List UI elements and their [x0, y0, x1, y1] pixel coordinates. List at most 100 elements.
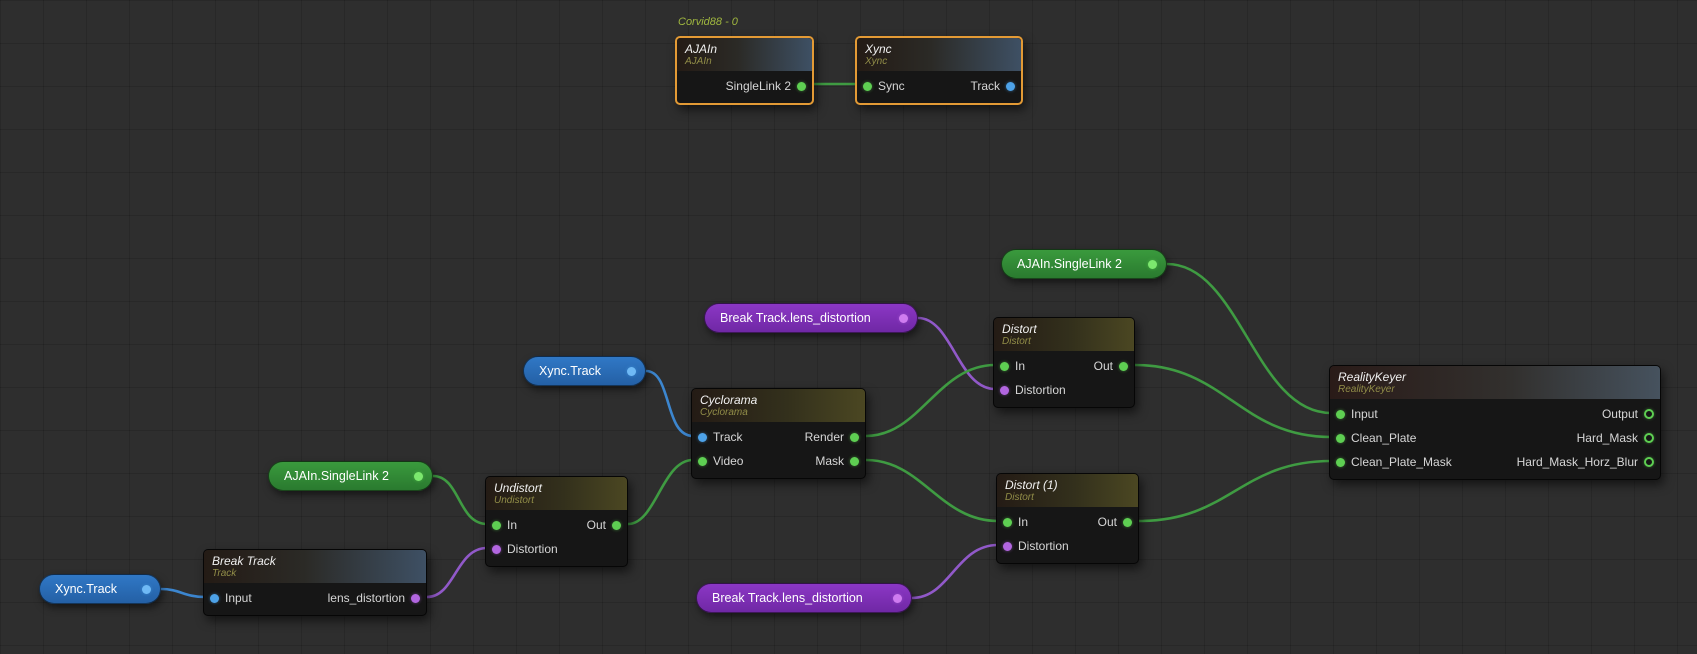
pin-rows: In Out Distortion: [994, 351, 1134, 407]
pin-xync-track-output[interactable]: Track: [970, 79, 1015, 93]
node-subtitle: Xync: [865, 56, 1013, 68]
pin-dot-icon: [1644, 457, 1654, 467]
wire-cyclorama-render-to-distort-in: [866, 365, 995, 436]
node-title: AJAIn: [685, 42, 804, 56]
pin-dot-icon: [698, 457, 707, 466]
pin-row: Clean_Plate Hard_Mask: [1330, 426, 1660, 450]
node-header: AJAIn AJAIn: [677, 38, 812, 71]
node-cyclorama[interactable]: Cyclorama Cyclorama Track Render Video: [691, 388, 866, 479]
pin-label: Out: [1094, 359, 1113, 373]
wire-distort1-out-to-keyer-cleanplatemask: [1139, 461, 1331, 521]
node-distort[interactable]: Distort Distort In Out Distortion: [993, 317, 1135, 408]
pin-cyclorama-video-input[interactable]: Video: [698, 454, 743, 468]
pin-dot-icon: [1123, 518, 1132, 527]
pin-label: Clean_Plate_Mask: [1351, 455, 1452, 469]
node-undistort[interactable]: Undistort Undistort In Out Distortion: [485, 476, 628, 567]
node-distort1[interactable]: Distort (1) Distort In Out Distortion: [996, 473, 1139, 564]
pin-dot-icon: [1336, 410, 1345, 419]
pin-ajain-singlelink2-output[interactable]: SingleLink 2: [726, 79, 806, 93]
pin-keyer-input-input[interactable]: Input: [1336, 407, 1378, 421]
pill-ajain-singlelink-left[interactable]: AJAIn.SingleLink 2: [268, 461, 433, 491]
pin-undistort-distortion-input[interactable]: Distortion: [492, 542, 558, 556]
pin-label: Track: [713, 430, 743, 444]
wire-breaktrack-lens-to-undistort-distortion: [427, 548, 487, 597]
pin-cyclorama-track-input[interactable]: Track: [698, 430, 743, 444]
pin-label: Distortion: [1018, 539, 1069, 553]
pin-keyer-hardmaskhorzblur-output[interactable]: Hard_Mask_Horz_Blur: [1517, 455, 1654, 469]
pin-label: Track: [970, 79, 1000, 93]
pin-distort1-distortion-input[interactable]: Distortion: [1003, 539, 1069, 553]
pin-cyclorama-render-output[interactable]: Render: [805, 430, 859, 444]
pin-rows: In Out Distortion: [997, 507, 1138, 563]
node-title: Cyclorama: [700, 393, 857, 407]
node-title: Distort (1): [1005, 478, 1130, 492]
pin-label: Distortion: [1015, 383, 1066, 397]
pin-row: Video Mask: [692, 449, 865, 473]
pin-keyer-output-output[interactable]: Output: [1602, 407, 1654, 421]
pin-label: In: [1015, 359, 1025, 373]
pin-dot-icon: [863, 82, 872, 91]
pin-label: Clean_Plate: [1351, 431, 1416, 445]
pin-row: Clean_Plate_Mask Hard_Mask_Horz_Blur: [1330, 450, 1660, 474]
node-title: Undistort: [494, 481, 619, 495]
pill-xync-track-top[interactable]: Xync.Track: [523, 356, 646, 386]
pin-row: Distortion: [994, 378, 1134, 402]
pin-rows: In Out Distortion: [486, 510, 627, 566]
pin-keyer-cleanplate-input[interactable]: Clean_Plate: [1336, 431, 1416, 445]
pill-break-lens-bottom[interactable]: Break Track.lens_distortion: [696, 583, 912, 613]
pin-label: Input: [225, 591, 252, 605]
node-header: Cyclorama Cyclorama: [692, 389, 865, 422]
pin-row: Input Output: [1330, 402, 1660, 426]
pin-distort1-out-output[interactable]: Out: [1098, 515, 1132, 529]
pin-distort-out-output[interactable]: Out: [1094, 359, 1128, 373]
pin-keyer-cleanplatemask-input[interactable]: Clean_Plate_Mask: [1336, 455, 1452, 469]
node-subtitle: Undistort: [494, 495, 619, 507]
pin-dot-icon: [1000, 362, 1009, 371]
pill-xync-track-bottom[interactable]: Xync.Track: [39, 574, 161, 604]
pin-label: Sync: [878, 79, 905, 93]
node-realitykeyer[interactable]: RealityKeyer RealityKeyer Input Output C…: [1329, 365, 1661, 480]
pill-label: Break Track.lens_distortion: [712, 591, 863, 605]
node-title: Xync: [865, 42, 1013, 56]
node-ajain[interactable]: AJAIn AJAIn SingleLink 2: [675, 36, 814, 105]
pill-output-dot-icon: [414, 472, 423, 481]
node-header: Undistort Undistort: [486, 477, 627, 510]
pin-undistort-in-input[interactable]: In: [492, 518, 517, 532]
pin-distort-distortion-input[interactable]: Distortion: [1000, 383, 1066, 397]
pin-xync-sync-input[interactable]: Sync: [863, 79, 905, 93]
node-header: Distort (1) Distort: [997, 474, 1138, 507]
pin-keyer-hardmask-output[interactable]: Hard_Mask: [1577, 431, 1654, 445]
group-label: Corvid88 - 0: [678, 16, 738, 28]
pin-distort1-in-input[interactable]: In: [1003, 515, 1028, 529]
node-subtitle: AJAIn: [685, 56, 804, 68]
pin-dot-icon: [1119, 362, 1128, 371]
pin-dot-icon: [492, 545, 501, 554]
pill-break-lens-top[interactable]: Break Track.lens_distortion: [704, 303, 918, 333]
pill-output-dot-icon: [142, 585, 151, 594]
node-title: Break Track: [212, 554, 418, 568]
node-header: Break Track Track: [204, 550, 426, 583]
wire-xynctrack-to-breaktrack-input: [161, 589, 205, 597]
pin-dot-icon: [1336, 434, 1345, 443]
pin-dot-icon: [1003, 518, 1012, 527]
pin-row: Input lens_distortion: [204, 586, 426, 610]
node-break-track[interactable]: Break Track Track Input lens_distortion: [203, 549, 427, 616]
pin-label: Distortion: [507, 542, 558, 556]
pin-row: Sync Track: [857, 74, 1021, 98]
pin-dot-icon: [797, 82, 806, 91]
pill-label: Xync.Track: [539, 364, 601, 378]
pill-label: AJAIn.SingleLink 2: [1017, 257, 1122, 271]
pin-row: In Out: [994, 354, 1134, 378]
pin-cyclorama-mask-output[interactable]: Mask: [815, 454, 859, 468]
node-xync[interactable]: Xync Xync Sync Track: [855, 36, 1023, 105]
pin-distort-in-input[interactable]: In: [1000, 359, 1025, 373]
pin-undistort-out-output[interactable]: Out: [587, 518, 621, 532]
pill-ajain-singlelink-top[interactable]: AJAIn.SingleLink 2: [1001, 249, 1167, 279]
pin-breaktrack-lensdistortion-output[interactable]: lens_distortion: [328, 591, 420, 605]
pin-breaktrack-input-input[interactable]: Input: [210, 591, 252, 605]
pin-dot-icon: [1003, 542, 1012, 551]
pill-label: Xync.Track: [55, 582, 117, 596]
wire-xynctrack-to-cyclorama-track: [646, 371, 693, 436]
pin-label: Mask: [815, 454, 844, 468]
